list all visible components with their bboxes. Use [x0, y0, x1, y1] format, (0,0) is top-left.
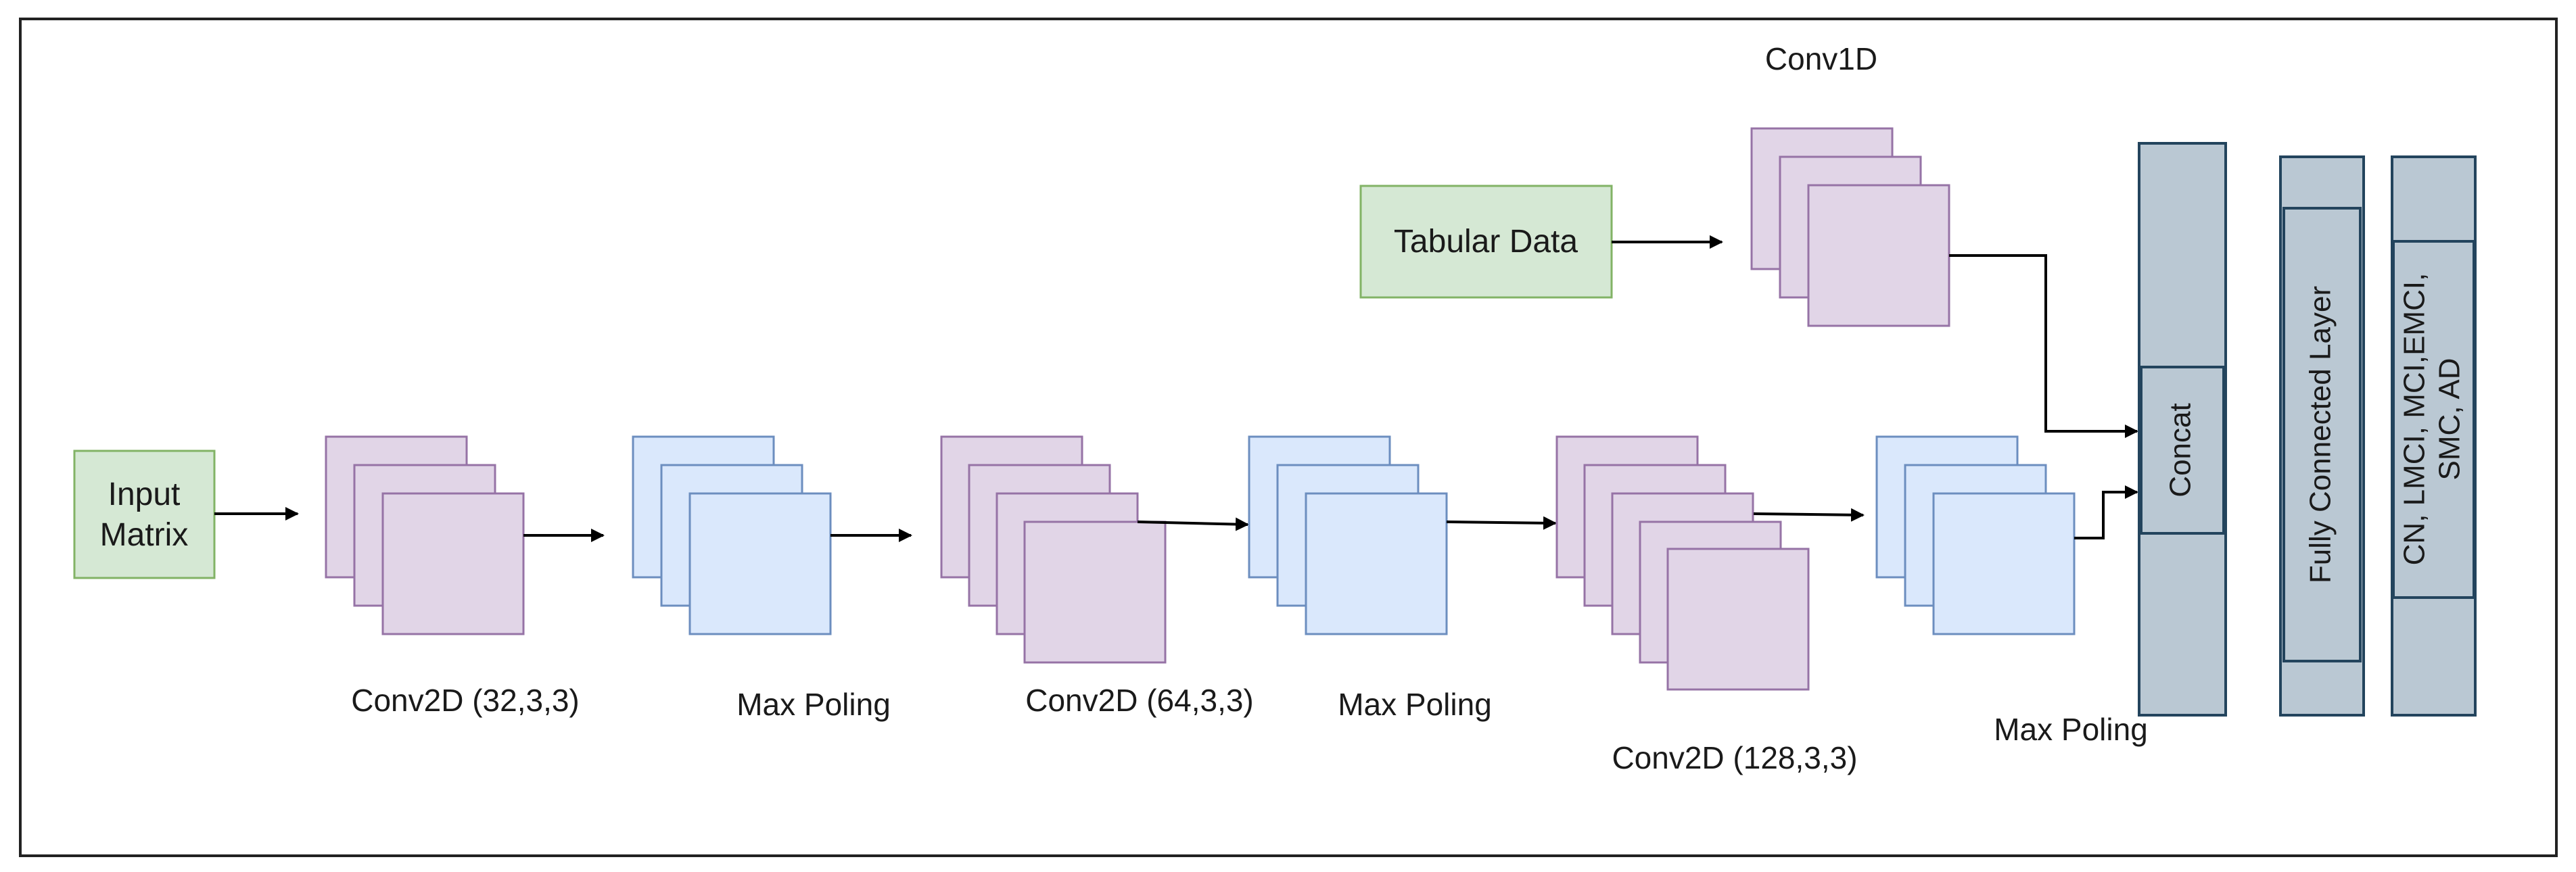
pool-1-label: Max Poling [736, 687, 891, 722]
conv2d-64-label: Conv2D (64,3,3) [1025, 683, 1254, 718]
output-classes-label-line2: SMC, AD [2433, 358, 2466, 481]
pool-2-label: Max Poling [1338, 687, 1492, 722]
arrow-conv2-to-pool2 [1137, 517, 1249, 531]
concat-inner-box [2140, 366, 2225, 535]
arrow-conv3-to-pool3 [1753, 508, 1865, 522]
conv2d-128-label: Conv2D (128,3,3) [1612, 740, 1857, 775]
fully-connected-label: Fully Connected Layer [2304, 286, 2337, 583]
fully-connected-node: Fully Connected Layer [2279, 155, 2365, 717]
output-classes-label-line1: CN, LMCI, MCI,EMCI, [2398, 273, 2431, 566]
fc-inner-box [2282, 207, 2362, 662]
arrow-conv1d-to-concat [1949, 254, 2138, 438]
conv2d-32-node [325, 435, 525, 635]
pool-2-map-3 [1305, 492, 1448, 635]
conv1d-label: Conv1D [1765, 41, 1877, 76]
tabular-data-box [1359, 185, 1613, 299]
arrow-pool2-to-conv3 [1446, 516, 1557, 530]
max-pooling-1-node [632, 435, 832, 635]
input-matrix-box [73, 450, 216, 579]
concat-label: Concat [2164, 403, 2197, 497]
max-pooling-2-node [1248, 435, 1448, 635]
pool-3-map-3 [1932, 492, 2076, 635]
conv2d-32-filter-3 [381, 492, 525, 635]
input-matrix-label-line2: Matrix [100, 517, 189, 553]
arrow-pool3-to-concat [2074, 485, 2138, 539]
output-node: CN, LMCI, MCI,EMCI, SMC, AD [2391, 155, 2477, 717]
tabular-data-label: Tabular Data [1394, 224, 1578, 260]
conv2d-128-filter-5 [1666, 548, 1810, 691]
conv2d-64-filter-4 [1023, 520, 1167, 664]
pool-3-label: Max Poling [1994, 712, 2148, 747]
pool-1-map-3 [688, 492, 832, 635]
input-matrix-label-line1: Input [108, 477, 181, 512]
conv1d-filter-3 [1807, 184, 1950, 327]
max-pooling-3-node [1875, 435, 2076, 635]
input-matrix-node: Input Matrix [73, 450, 216, 579]
conv2d-128-node [1555, 435, 1810, 691]
conv2d-32-label: Conv2D (32,3,3) [351, 683, 580, 718]
conv2d-64-node [940, 435, 1167, 664]
concat-node: Concat [2138, 142, 2227, 717]
conv1d-node [1750, 127, 1950, 327]
output-inner-box [2392, 240, 2475, 599]
tabular-data-node: Tabular Data [1359, 185, 1613, 299]
